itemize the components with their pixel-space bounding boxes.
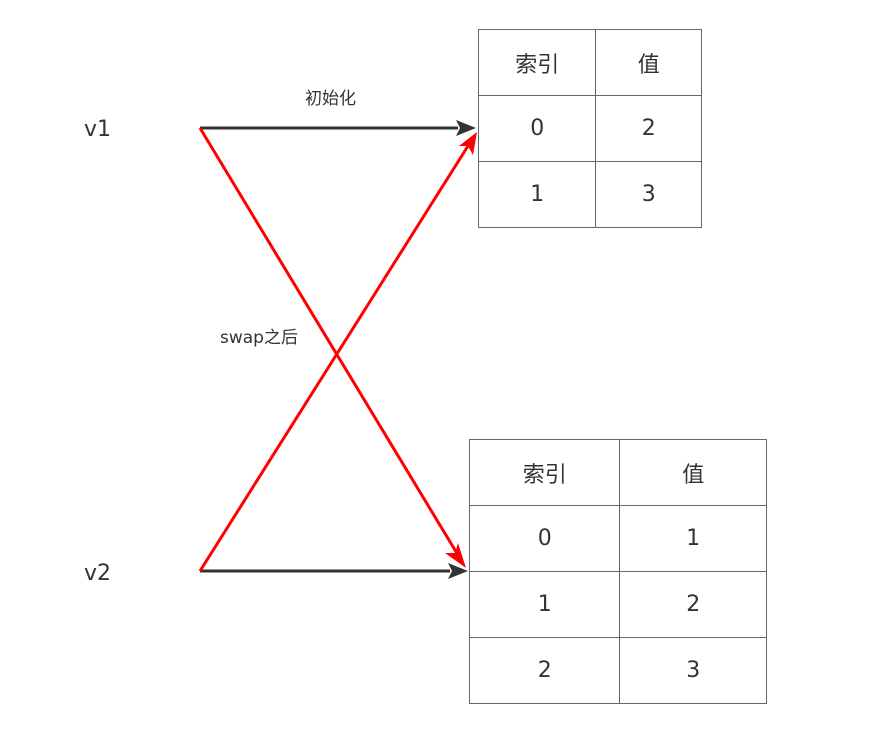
table-cell-value: 3 bbox=[619, 637, 767, 704]
table-row: 1 2 bbox=[468, 571, 767, 638]
table-row: 1 3 bbox=[477, 161, 702, 228]
swap-annotation: swap之后 bbox=[220, 328, 298, 348]
table-cell-index: 0 bbox=[468, 505, 621, 572]
table-row: 0 1 bbox=[468, 505, 767, 572]
table-cell-index: 2 bbox=[468, 637, 621, 704]
arrow-v2-swapped bbox=[198, 132, 477, 572]
table-cell-value: 2 bbox=[619, 571, 767, 638]
arrow-v1-initial bbox=[200, 120, 476, 136]
arrow-v1-swapped bbox=[198, 127, 466, 568]
header-cell-value: 值 bbox=[619, 439, 767, 506]
table-cell-value: 1 bbox=[619, 505, 767, 572]
index-value-table-top: 索引 值 0 2 1 3 bbox=[477, 29, 702, 228]
table-cell-index: 0 bbox=[477, 95, 597, 162]
table-row: 0 2 bbox=[477, 95, 702, 162]
table-header-row: 索引 值 bbox=[477, 29, 702, 96]
table-cell-index: 1 bbox=[477, 161, 597, 228]
table-cell-value: 3 bbox=[595, 161, 702, 228]
table-cell-index: 1 bbox=[468, 571, 621, 638]
index-value-table-bottom: 索引 值 0 1 1 2 2 3 bbox=[468, 439, 767, 704]
header-cell-value: 值 bbox=[595, 29, 702, 96]
init-annotation: 初始化 bbox=[305, 89, 356, 109]
header-cell-index: 索引 bbox=[477, 29, 597, 96]
table-header-row: 索引 值 bbox=[468, 439, 767, 506]
arrow-v2-initial bbox=[200, 563, 468, 579]
table-cell-value: 2 bbox=[595, 95, 702, 162]
table-row: 2 3 bbox=[468, 637, 767, 704]
variable-v2-label: v2 bbox=[84, 561, 112, 586]
header-cell-index: 索引 bbox=[468, 439, 621, 506]
variable-v1-label: v1 bbox=[84, 117, 112, 142]
